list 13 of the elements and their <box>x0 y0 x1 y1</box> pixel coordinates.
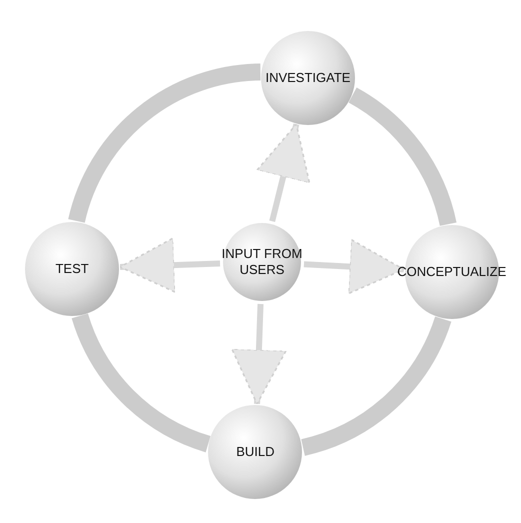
ring-segment <box>348 88 456 226</box>
stage-label: TEST <box>54 260 90 277</box>
stage-label: INVESTIGATE <box>264 70 352 86</box>
arrow <box>119 237 220 293</box>
ring-segment <box>300 316 452 456</box>
arrow <box>304 238 405 294</box>
arrow <box>231 304 287 405</box>
ring-segment <box>68 64 262 224</box>
stage-label: CONCEPTUALIZE <box>396 264 508 280</box>
arrow <box>256 123 310 222</box>
ring-segment <box>72 312 212 452</box>
stage-label: INPUT FROM USERS <box>220 246 304 278</box>
stage-label: BUILD <box>235 444 276 460</box>
